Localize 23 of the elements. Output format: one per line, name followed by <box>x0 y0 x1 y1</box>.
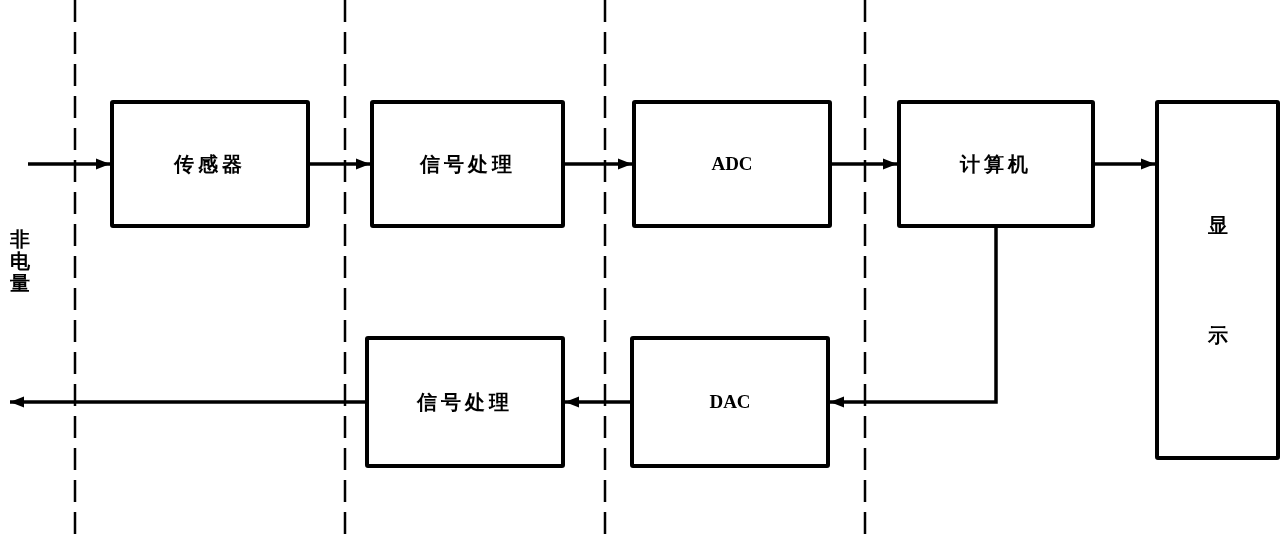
block-box <box>897 100 1095 228</box>
side-label: 非电量 <box>10 228 30 294</box>
block-label: ADC <box>711 153 753 175</box>
block-label: 计算机 <box>960 150 1032 178</box>
block-box <box>1155 100 1280 460</box>
block-box <box>370 100 565 228</box>
block-label: 信号处理 <box>417 388 513 416</box>
arrow <box>310 158 370 170</box>
block-box <box>632 100 832 228</box>
arrow <box>565 158 632 170</box>
arrow <box>1095 158 1155 170</box>
block-label: 显示 <box>1207 212 1228 349</box>
block-box <box>365 336 565 468</box>
block-label: DAC <box>709 391 751 413</box>
arrow <box>565 396 630 408</box>
block-label: 信号处理 <box>419 150 516 178</box>
arrow <box>832 158 897 170</box>
arrow <box>28 158 110 170</box>
block-label: 传感器 <box>174 150 246 178</box>
arrow <box>10 396 365 408</box>
block-box <box>110 100 310 228</box>
arrow <box>830 228 998 408</box>
block-box <box>630 336 830 468</box>
